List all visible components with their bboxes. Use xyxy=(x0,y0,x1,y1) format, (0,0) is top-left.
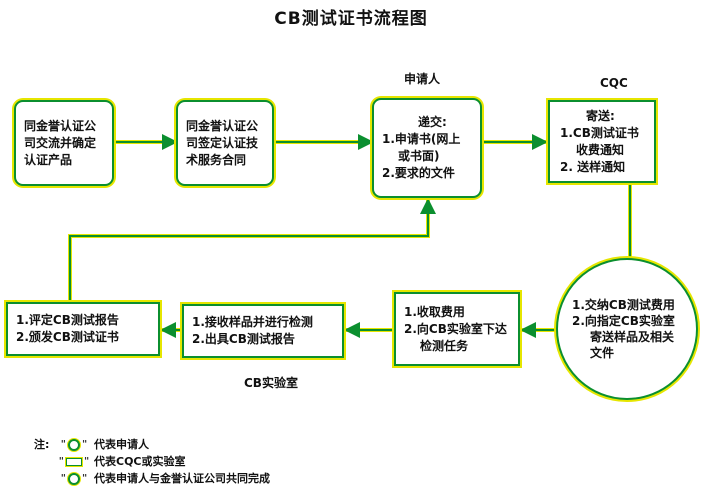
step-4-line-2: 1.CB测试证书 xyxy=(560,125,639,140)
step-2-line-3: 术服务合同 xyxy=(186,152,247,167)
legend-row-cqc-lab: "" 代表CQC或实验室 xyxy=(34,453,270,470)
step-3-line-3: 或书面) xyxy=(398,149,440,163)
step-7-line-2: 2.出具CB测试报告 xyxy=(192,332,295,346)
diagram-title: CB测试证书流程图 xyxy=(274,9,428,29)
legend-text-cqc-lab: 代表CQC或实验室 xyxy=(94,455,186,468)
step-5-line-4: 文件 xyxy=(590,346,615,360)
step-1-line-3: 认证产品 xyxy=(24,152,73,167)
role-label-lab: CB实验室 xyxy=(244,376,298,390)
step-3-line-1: 递交: xyxy=(418,115,447,129)
step-7-line-1: 1.接收样品并进行检测 xyxy=(192,315,313,329)
step-5-line-1: 1.交纳CB测试费用 xyxy=(572,298,675,312)
step-6-line-2: 2.向CB实验室下达 xyxy=(404,321,507,336)
step-3-line-2: 1.申请书(网上 xyxy=(382,132,461,146)
step-6-line-1: 1.收取费用 xyxy=(404,304,465,319)
step-8-line-1: 1.评定CB测试报告 xyxy=(16,313,119,327)
step-5-line-2: 2.向指定CB实验室 xyxy=(572,314,675,328)
step-4-send-notice: 寄送: 1.CB测试证书 收费通知 2. 送样通知 xyxy=(546,98,658,185)
step-6-collect-fee: 1.收取费用 2.向CB实验室下达 检测任务 xyxy=(392,290,522,368)
step-2-line-1: 同金誉认证公 xyxy=(186,118,259,133)
legend-text-applicant: 代表申请人 xyxy=(94,438,149,451)
step-5-line-3: 寄送样品及相关 xyxy=(590,330,675,344)
step-5-pay-and-ship: 1.交纳CB测试费用 2.向指定CB实验室 寄送样品及相关 文件 xyxy=(556,258,698,400)
legend-text-joint: 代表申请人与金誉认证公司共同完成 xyxy=(94,472,270,485)
legend-row-joint: "" 代表申请人与金誉认证公司共同完成 xyxy=(34,470,270,487)
legend: 注: "" 代表申请人 "" 代表CQC或实验室 "" 代表申请人与金誉认证公司… xyxy=(34,436,270,487)
step-4-line-3: 收费通知 xyxy=(576,142,625,157)
legend-prefix: 注: xyxy=(34,438,50,451)
step-2-contract: 同金誉认证公 司签定认证技 术服务合同 xyxy=(176,100,274,186)
legend-circle-icon: "" xyxy=(60,438,88,451)
step-3-line-4: 2.要求的文件 xyxy=(382,166,455,180)
step-1-line-2: 司交流并确定 xyxy=(24,135,97,150)
step-4-line-1: 寄送: xyxy=(586,108,615,123)
step-4-line-4: 2. 送样通知 xyxy=(560,159,626,174)
arrow-n8-n3 xyxy=(69,198,436,300)
step-3-submit: 递交: 1.申请书(网上 或书面) 2.要求的文件 xyxy=(372,98,482,198)
role-label-cqc: CQC xyxy=(600,76,628,90)
step-6-line-3: 检测任务 xyxy=(420,338,469,353)
role-label-applicant: 申请人 xyxy=(404,72,441,86)
step-1-line-1: 同金誉认证公 xyxy=(24,118,97,133)
step-8-certificate: 1.评定CB测试报告 2.颁发CB测试证书 xyxy=(4,300,162,358)
step-2-line-2: 司签定认证技 xyxy=(186,135,259,150)
step-8-line-2: 2.颁发CB测试证书 xyxy=(16,330,119,344)
legend-circle-icon: "" xyxy=(60,472,88,485)
step-7-lab-test: 1.接收样品并进行检测 2.出具CB测试报告 xyxy=(180,302,346,360)
legend-rect-icon: "" xyxy=(58,456,90,467)
legend-row-applicant: 注: "" 代表申请人 xyxy=(34,436,270,453)
step-1-contact: 同金誉认证公 司交流并确定 认证产品 xyxy=(14,100,114,186)
